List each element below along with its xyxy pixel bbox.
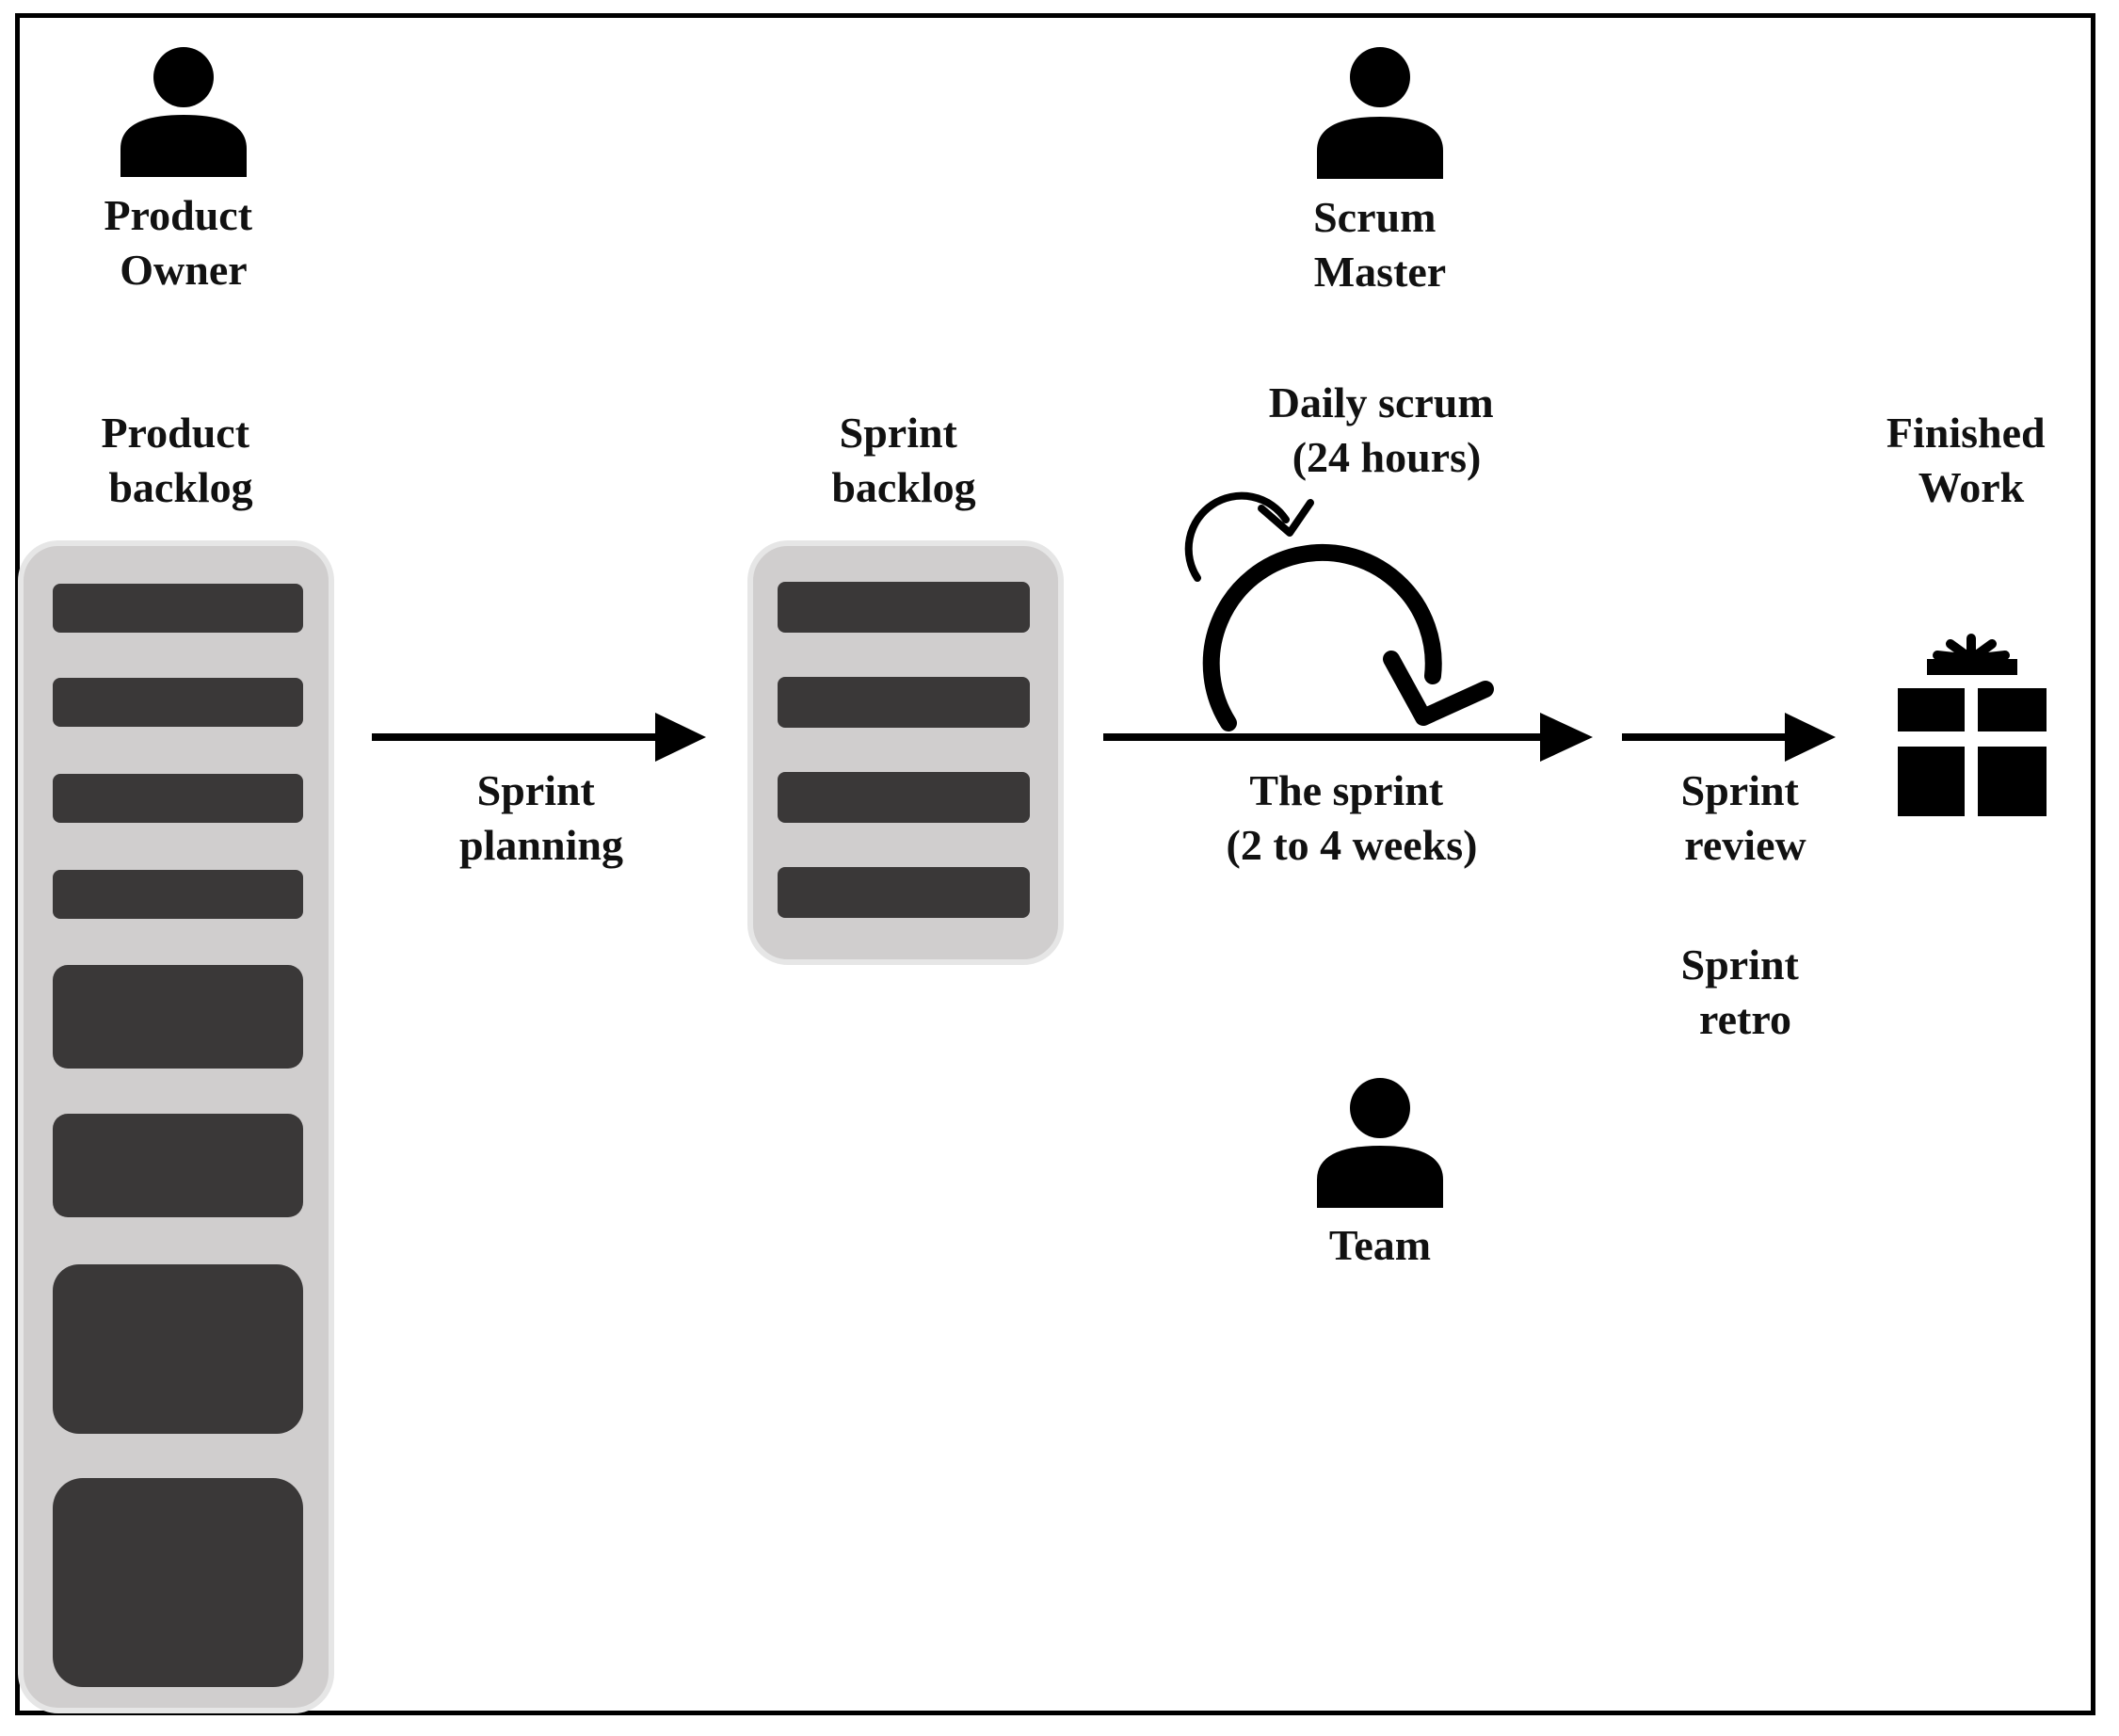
backlog-item <box>53 870 303 919</box>
sprint-review-label: Sprint review <box>1681 766 1810 869</box>
daily-scrum-label: Daily scrum (24 hours) <box>1269 378 1504 481</box>
backlog-item <box>53 1478 303 1687</box>
team-person-icon <box>1317 1078 1443 1208</box>
backlog-item <box>53 678 303 727</box>
the-sprint-label: The sprint (2 to 4 weeks) <box>1227 766 1478 869</box>
product-owner-label: Product Owner <box>104 191 263 294</box>
sprint-cycle-arrow-icon <box>1202 543 1494 731</box>
scrum-master-person-icon <box>1317 47 1443 179</box>
product-backlog-label: Product backlog <box>101 409 260 511</box>
sprint-planning-label: Sprint planning <box>459 766 623 869</box>
sprint-retro-label: Sprint retro <box>1681 940 1810 1043</box>
sprint-backlog-item <box>778 677 1030 728</box>
sprint-timeline-arrow <box>1103 713 1593 762</box>
product-backlog-stack <box>18 540 334 1713</box>
team-label: Team <box>1329 1221 1431 1269</box>
sprint-planning-arrow <box>372 713 706 762</box>
backlog-item <box>53 1114 303 1217</box>
backlog-item <box>53 774 303 823</box>
backlog-item <box>53 1264 303 1434</box>
finished-work-label: Finished Work <box>1886 409 2056 511</box>
backlog-item <box>53 584 303 633</box>
sprint-backlog-item <box>778 582 1030 633</box>
backlog-item <box>53 965 303 1069</box>
sprint-backlog-item <box>778 867 1030 918</box>
sprint-backlog-label: Sprint backlog <box>831 409 975 511</box>
daily-scrum-cycle-arrow-icon <box>1184 491 1314 582</box>
product-owner-person-icon <box>120 47 247 177</box>
gift-icon <box>1892 634 2052 819</box>
sprint-backlog-item <box>778 772 1030 823</box>
sprint-backlog-stack <box>747 540 1064 965</box>
scrum-master-label: Scrum Master <box>1313 193 1447 296</box>
sprint-review-arrow <box>1622 713 1836 762</box>
